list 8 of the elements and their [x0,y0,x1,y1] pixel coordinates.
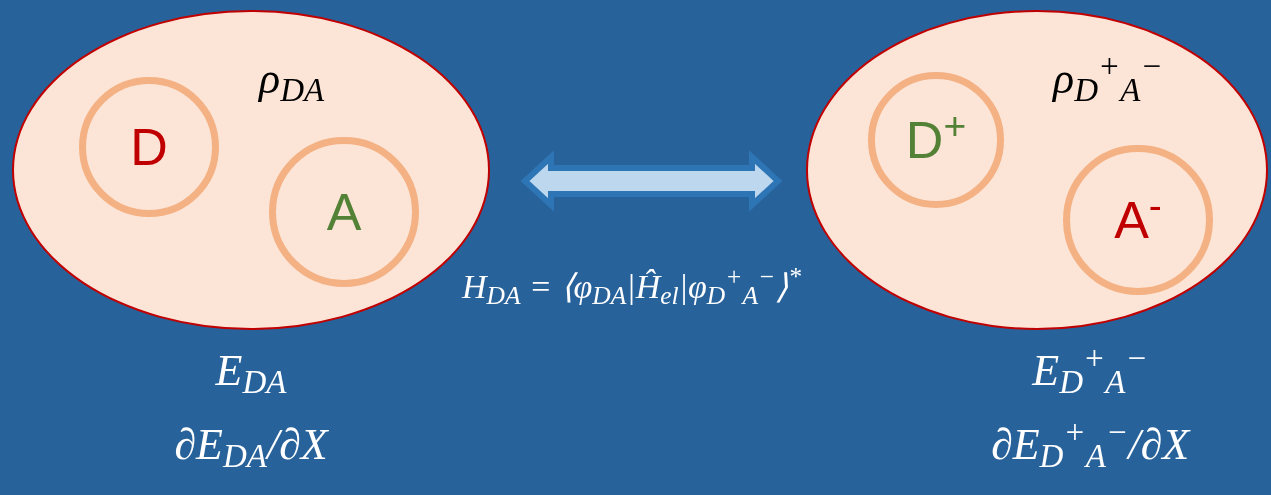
species-label: D$^{+}$ [905,114,967,166]
density-symbol: ρ$_{DA}$ [259,57,325,101]
energy-formula: E$_{DA}$ [215,345,287,397]
double-arrow [520,150,783,212]
energy-formula: ∂E$_{DA}$/∂X [174,419,328,471]
species-label: A$^{-}$ [1114,194,1162,246]
species-label: A [326,186,362,238]
species-label: D [130,121,168,173]
